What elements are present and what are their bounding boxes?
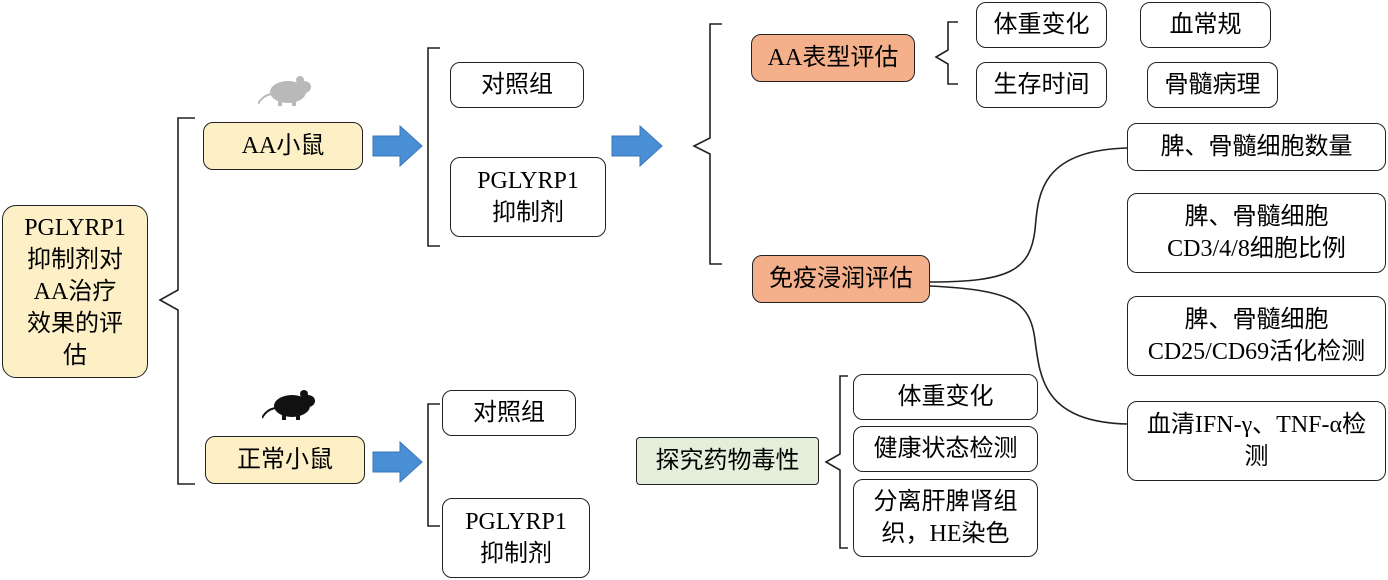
immune-item: 脾、骨髓细胞 CD3/4/8细胞比例 [1127,193,1386,273]
black-mouse-icon [262,390,315,420]
root-brace [158,117,195,485]
normal-mouse-node: 正常小鼠 [205,436,365,484]
phenotype-node: AA表型评估 [751,34,915,82]
arrow-normal-mouse [372,440,423,484]
phenotype-item: 血常规 [1140,2,1271,48]
normal-groups-bracket [427,403,440,527]
arrow-to-outcomes [611,124,663,168]
toxicity-item: 分离肝脾肾组 织，HE染色 [853,479,1038,557]
phenotype-item: 体重变化 [976,2,1107,48]
outcome-brace [692,23,722,265]
gray-mouse-icon [258,76,311,106]
aa-inhibitor-group: PGLYRP1 抑制剂 [450,157,606,237]
phenotype-item: 骨髓病理 [1147,62,1278,108]
immune-item: 脾、骨髓细胞 CD25/CD69活化检测 [1127,296,1386,376]
aa-mouse-node: AA小鼠 [203,122,363,170]
immune-connector-top [929,147,1129,283]
immune-connector-bottom [929,285,1129,425]
aa-control-group: 对照组 [450,62,584,108]
toxicity-item: 健康状态检测 [853,426,1038,472]
toxicity-item: 体重变化 [853,374,1038,420]
normal-inhibitor-group: PGLYRP1 抑制剂 [442,498,590,578]
root-node: PGLYRP1 抑制剂对 AA治疗 效果的评 估 [2,205,148,378]
immune-node: 免疫浸润评估 [752,255,930,303]
toxicity-node: 探究药物毒性 [636,437,819,485]
aa-groups-bracket [427,47,440,247]
arrow-aa-mouse [372,124,423,168]
immune-item: 血清IFN-γ、TNF-α检 测 [1127,401,1386,481]
toxicity-brace [824,375,848,549]
phenotype-item: 生存时间 [976,62,1107,108]
immune-item: 脾、骨髓细胞数量 [1127,123,1386,171]
phenotype-brace [934,21,958,85]
normal-control-group: 对照组 [442,390,576,436]
